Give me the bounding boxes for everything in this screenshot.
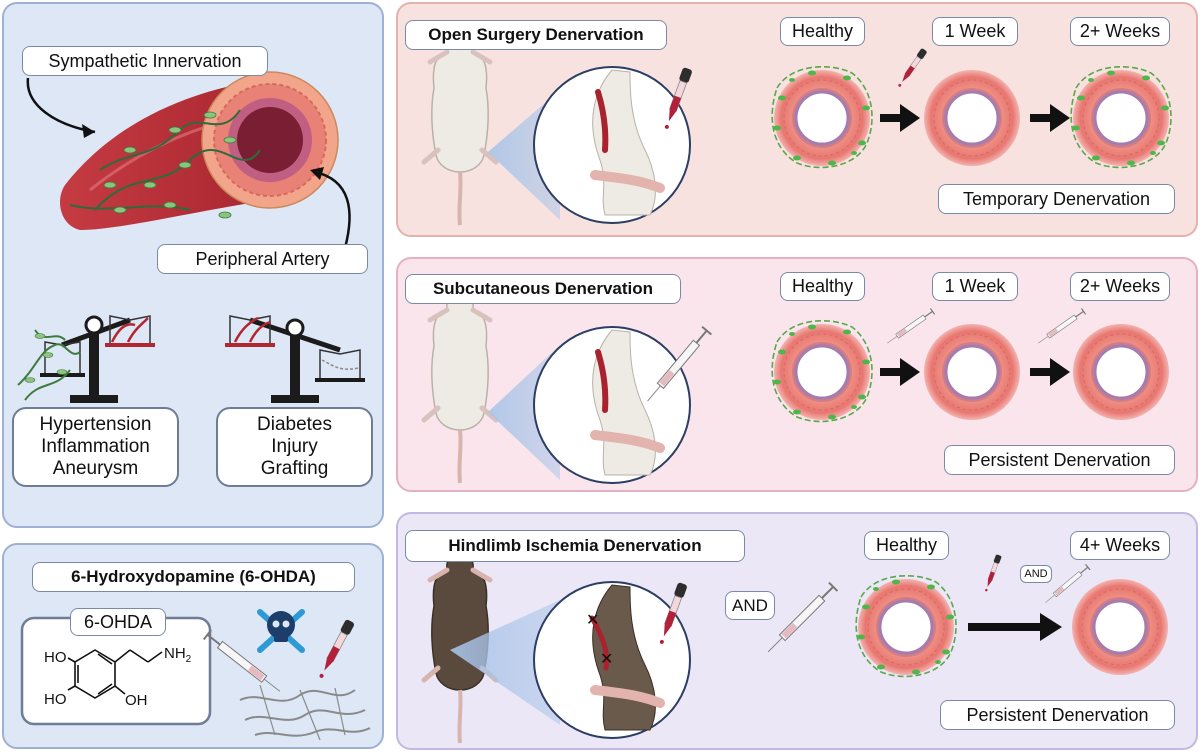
hyperinnervation-conditions-box: Hypertension Inflammation Aneurysm [12, 407, 179, 487]
ho-group-bottom: HO [44, 691, 67, 708]
artery-pointer-arrow [314, 170, 351, 249]
oh-group: OH [125, 692, 148, 709]
row1-outcome-label: Temporary Denervation [938, 184, 1175, 214]
zoom-beam-3 [450, 600, 560, 725]
row3-and-label: AND [725, 591, 775, 620]
row1-title: Open Surgery Denervation [405, 20, 667, 50]
row3-healthy-label: Healthy [864, 531, 949, 560]
condition-aneurysm: Aneurysm [52, 457, 139, 479]
row3-4weeks-label: 4+ Weeks [1070, 531, 1170, 560]
timeline-arrows [880, 104, 1070, 641]
sympathetic-pointer-arrow [26, 77, 96, 134]
amine-subscript: 2 [185, 654, 192, 665]
vessel-4weeks-row3 [1070, 577, 1170, 677]
row1-2weeks-label: 2+ Weeks [1070, 17, 1170, 46]
row1-1week-label: 1 Week [932, 17, 1018, 46]
hypoinnervation-conditions-box: Diabetes Injury Grafting [216, 407, 373, 487]
amine-text: NH [164, 645, 186, 662]
condition-grafting: Grafting [260, 457, 329, 479]
row2-title: Subcutaneous Denervation [405, 274, 681, 304]
row2-healthy-label: Healthy [780, 272, 865, 301]
condition-inflammation: Inflammation [41, 436, 150, 458]
condition-diabetes: Diabetes [257, 414, 332, 436]
amine-group: NH2 [164, 645, 191, 665]
zoom-circle-2 [533, 326, 691, 484]
row2-1week-label: 1 Week [932, 272, 1018, 301]
vessel-1week-row2 [922, 322, 1022, 422]
row3-title: Hindlimb Ischemia Denervation [405, 530, 745, 562]
peripheral-artery-label: Peripheral Artery [157, 244, 368, 274]
balance-scale-hyper [17, 315, 155, 403]
row3-outcome-label: Persistent Denervation [940, 700, 1175, 730]
sympathetic-innervation-label: Sympathetic Innervation [22, 46, 268, 76]
skull-icon [257, 609, 305, 653]
row3-and-small-label: AND [1020, 565, 1052, 583]
vessel-1week-row1 [922, 68, 1022, 168]
vessel-2weeks-row2 [1071, 322, 1171, 422]
row2-outcome-label: Persistent Denervation [944, 445, 1175, 475]
zoom-circle-1 [533, 66, 691, 224]
degraded-nerves [239, 684, 371, 741]
condition-hypertension: Hypertension [39, 414, 152, 436]
svg-text:✕: ✕ [586, 612, 599, 629]
artery-illustration [60, 71, 339, 230]
svg-text:✕: ✕ [600, 651, 613, 668]
chem-panel-title: 6-Hydroxydopamine (6-OHDA) [32, 562, 355, 592]
compound-label: 6-OHDA [70, 608, 166, 636]
condition-injury: Injury [271, 436, 318, 458]
row2-2weeks-label: 2+ Weeks [1070, 272, 1170, 301]
ohda-structure [67, 649, 163, 699]
balance-scale-hypo [225, 315, 365, 403]
row1-healthy-label: Healthy [780, 17, 865, 46]
zoom-circle-3: ✕ ✕ [533, 581, 691, 739]
ho-group-top: HO [44, 649, 67, 666]
